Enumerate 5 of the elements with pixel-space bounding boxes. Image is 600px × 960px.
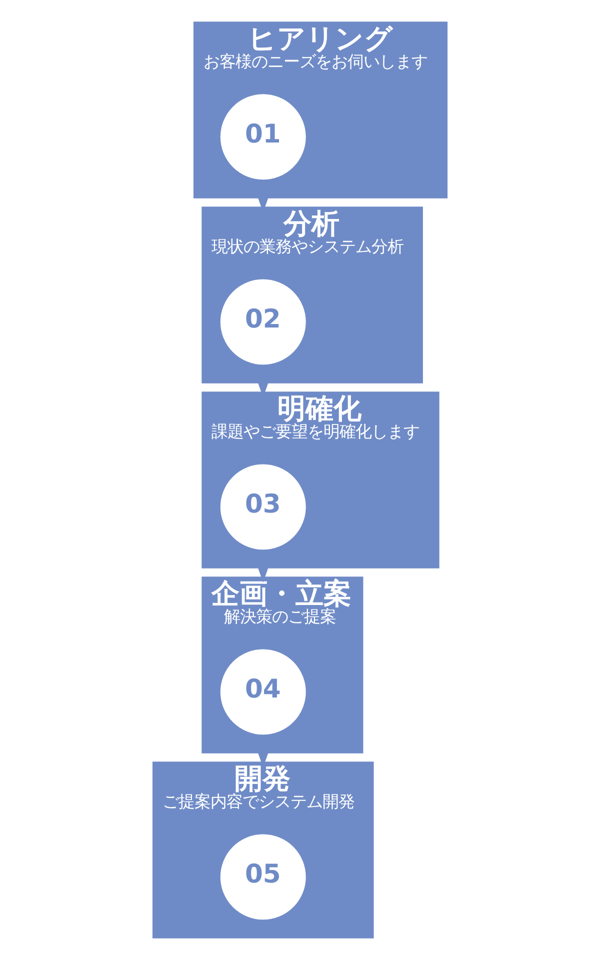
node-circle: 01 — [220, 94, 306, 180]
node-circle: 05 — [220, 834, 306, 920]
node-circle: 04 — [220, 649, 306, 735]
node-circle: 03 — [220, 464, 306, 550]
node-circle: 02 — [220, 279, 306, 365]
